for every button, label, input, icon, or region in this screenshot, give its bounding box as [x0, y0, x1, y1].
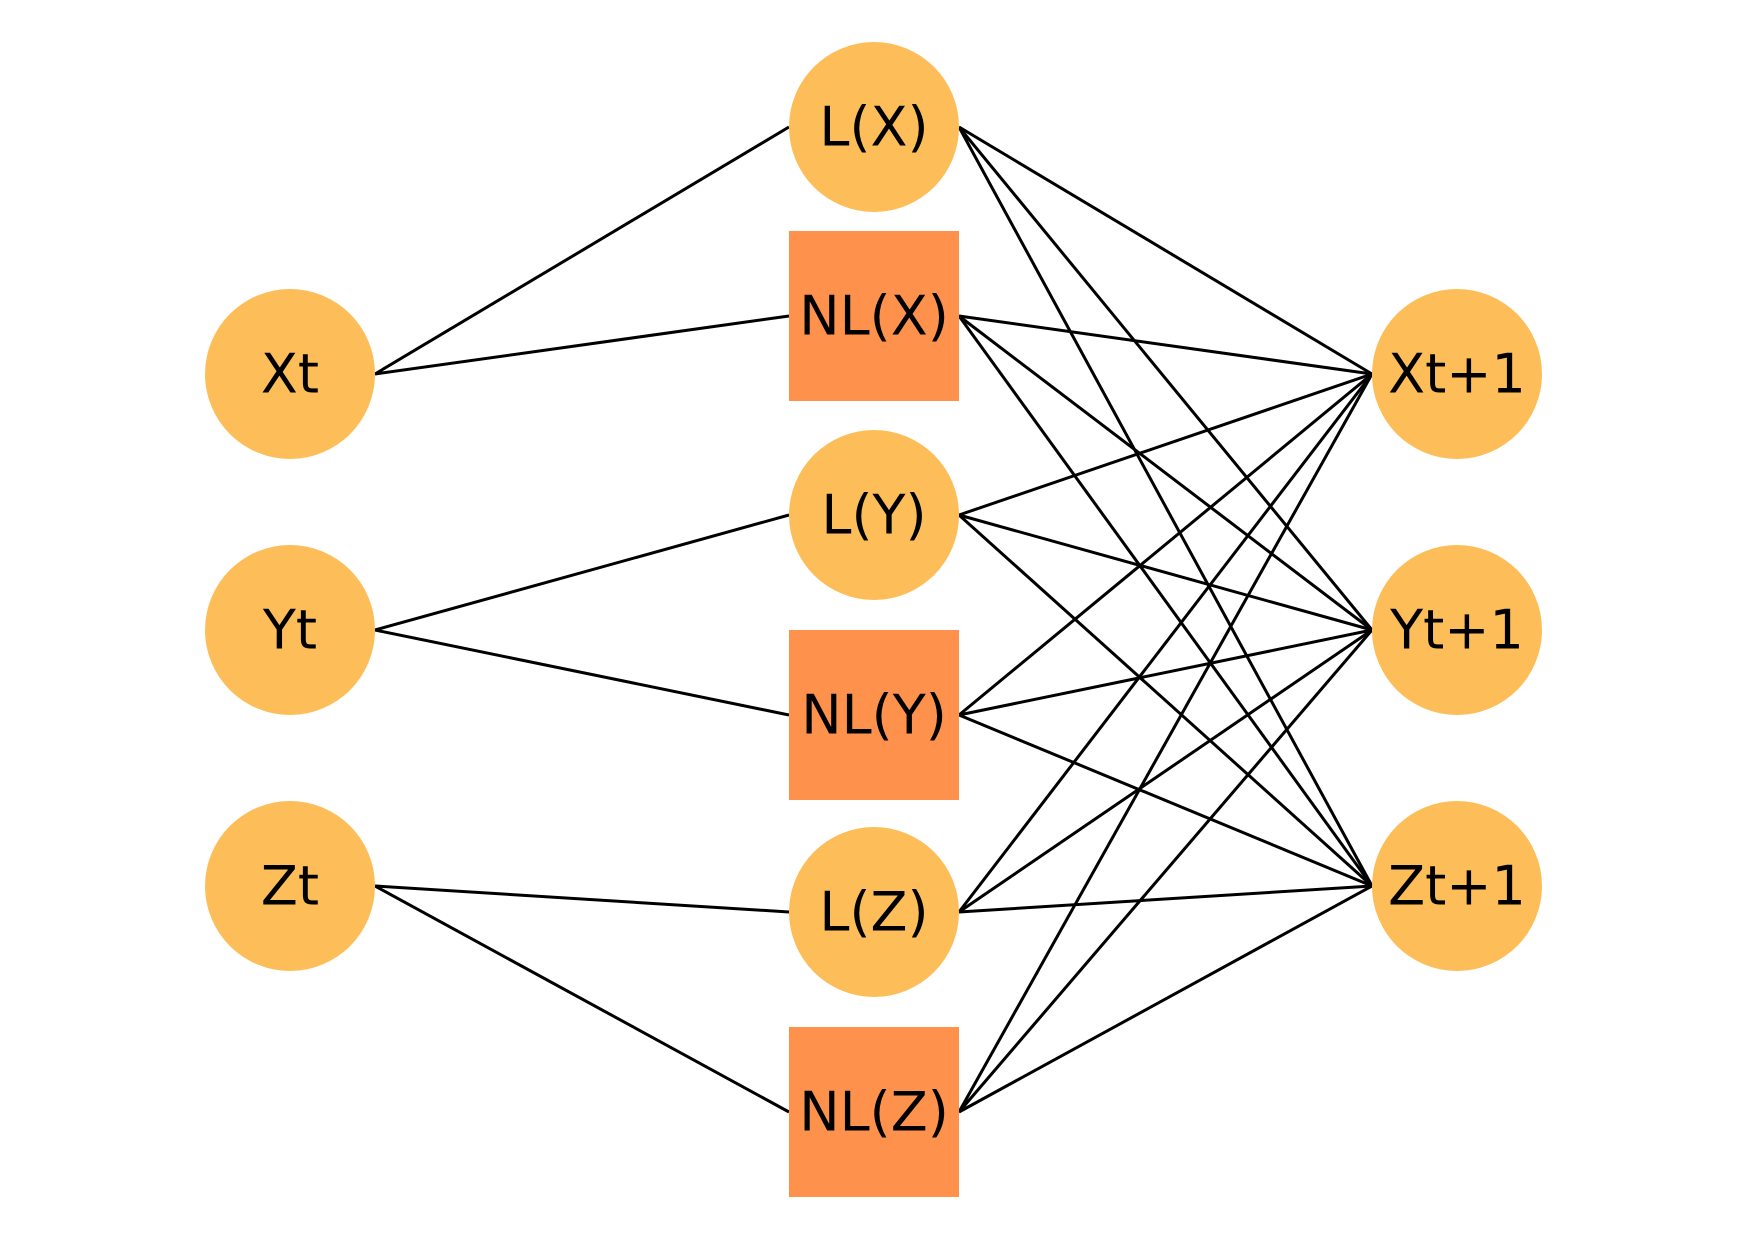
hidden-node-nlz-square [789, 1027, 959, 1197]
hidden-node-nlz: NL(Z) [789, 1027, 959, 1197]
edge-nlz-to-xt1 [957, 373, 1374, 1113]
hidden-node-nlx-label: NL(X) [799, 285, 949, 348]
hidden-node-nly-square [789, 630, 959, 800]
edge-yt-to-ly [374, 513, 790, 632]
edge-lx-to-xt1 [958, 125, 1373, 376]
hidden-node-ly-label: L(Y) [821, 484, 926, 547]
input-node-zt-circle [205, 801, 375, 971]
edge-zt-to-lz [374, 884, 790, 914]
edge-lz-to-zt1 [958, 884, 1373, 914]
output-node-xt1-circle [1372, 289, 1542, 459]
edge-nlx-to-yt1 [958, 314, 1373, 632]
edge-nly-to-zt1 [958, 713, 1373, 888]
edge-xt-to-nlx [374, 314, 790, 376]
edges [374, 125, 1374, 1114]
edge-lx-to-yt1 [957, 126, 1374, 631]
edge-nlz-to-zt1 [958, 884, 1373, 1114]
edge-nlx-to-xt1 [958, 314, 1373, 376]
input-node-zt-label: Zt [261, 855, 319, 918]
hidden-node-nlz-label: NL(Z) [799, 1081, 949, 1144]
hidden-node-lz: L(Z) [789, 827, 959, 997]
edge-ly-to-xt1 [958, 372, 1373, 517]
input-node-zt: Zt [205, 801, 375, 971]
hidden-node-nlx: NL(X) [789, 231, 959, 401]
edge-nlz-to-yt1 [957, 629, 1374, 1113]
hidden-node-nly-label: NL(Y) [801, 684, 947, 747]
output-node-yt1-circle [1372, 545, 1542, 715]
hidden-node-lz-circle [789, 827, 959, 997]
edge-yt-to-nly [374, 628, 790, 717]
edge-lx-to-zt1 [957, 126, 1374, 887]
output-node-zt1-circle [1372, 801, 1542, 971]
output-node-zt1: Zt+1 [1372, 801, 1542, 971]
hidden-node-ly: L(Y) [789, 430, 959, 600]
edge-nlx-to-zt1 [957, 315, 1374, 887]
edge-lz-to-xt1 [957, 373, 1374, 913]
input-node-xt-label: Xt [261, 343, 319, 406]
input-node-yt-label: Yt [262, 599, 317, 662]
edge-ly-to-yt1 [958, 513, 1373, 632]
output-node-zt1-label: Zt+1 [1388, 855, 1526, 918]
input-node-yt: Yt [205, 545, 375, 715]
edge-nly-to-yt1 [958, 628, 1373, 717]
output-node-xt1-label: Xt+1 [1388, 343, 1526, 406]
edge-xt-to-lx [374, 125, 790, 376]
hidden-node-lx-circle [789, 42, 959, 212]
hidden-node-lx: L(X) [789, 42, 959, 212]
edge-nly-to-xt1 [958, 372, 1373, 717]
output-node-yt1-label: Yt+1 [1389, 599, 1524, 662]
input-node-xt-circle [205, 289, 375, 459]
edge-zt-to-nlz [374, 884, 790, 1114]
input-node-xt: Xt [205, 289, 375, 459]
hidden-node-ly-circle [789, 430, 959, 600]
hidden-node-lx-label: L(X) [819, 96, 928, 159]
output-node-yt1: Yt+1 [1372, 545, 1542, 715]
edge-ly-to-zt1 [957, 513, 1374, 888]
input-node-yt-circle [205, 545, 375, 715]
output-node-xt1: Xt+1 [1372, 289, 1542, 459]
hidden-node-nlx-square [789, 231, 959, 401]
hidden-node-nly: NL(Y) [789, 630, 959, 800]
edge-lz-to-yt1 [958, 628, 1373, 914]
hidden-node-lz-label: L(Z) [819, 881, 928, 944]
